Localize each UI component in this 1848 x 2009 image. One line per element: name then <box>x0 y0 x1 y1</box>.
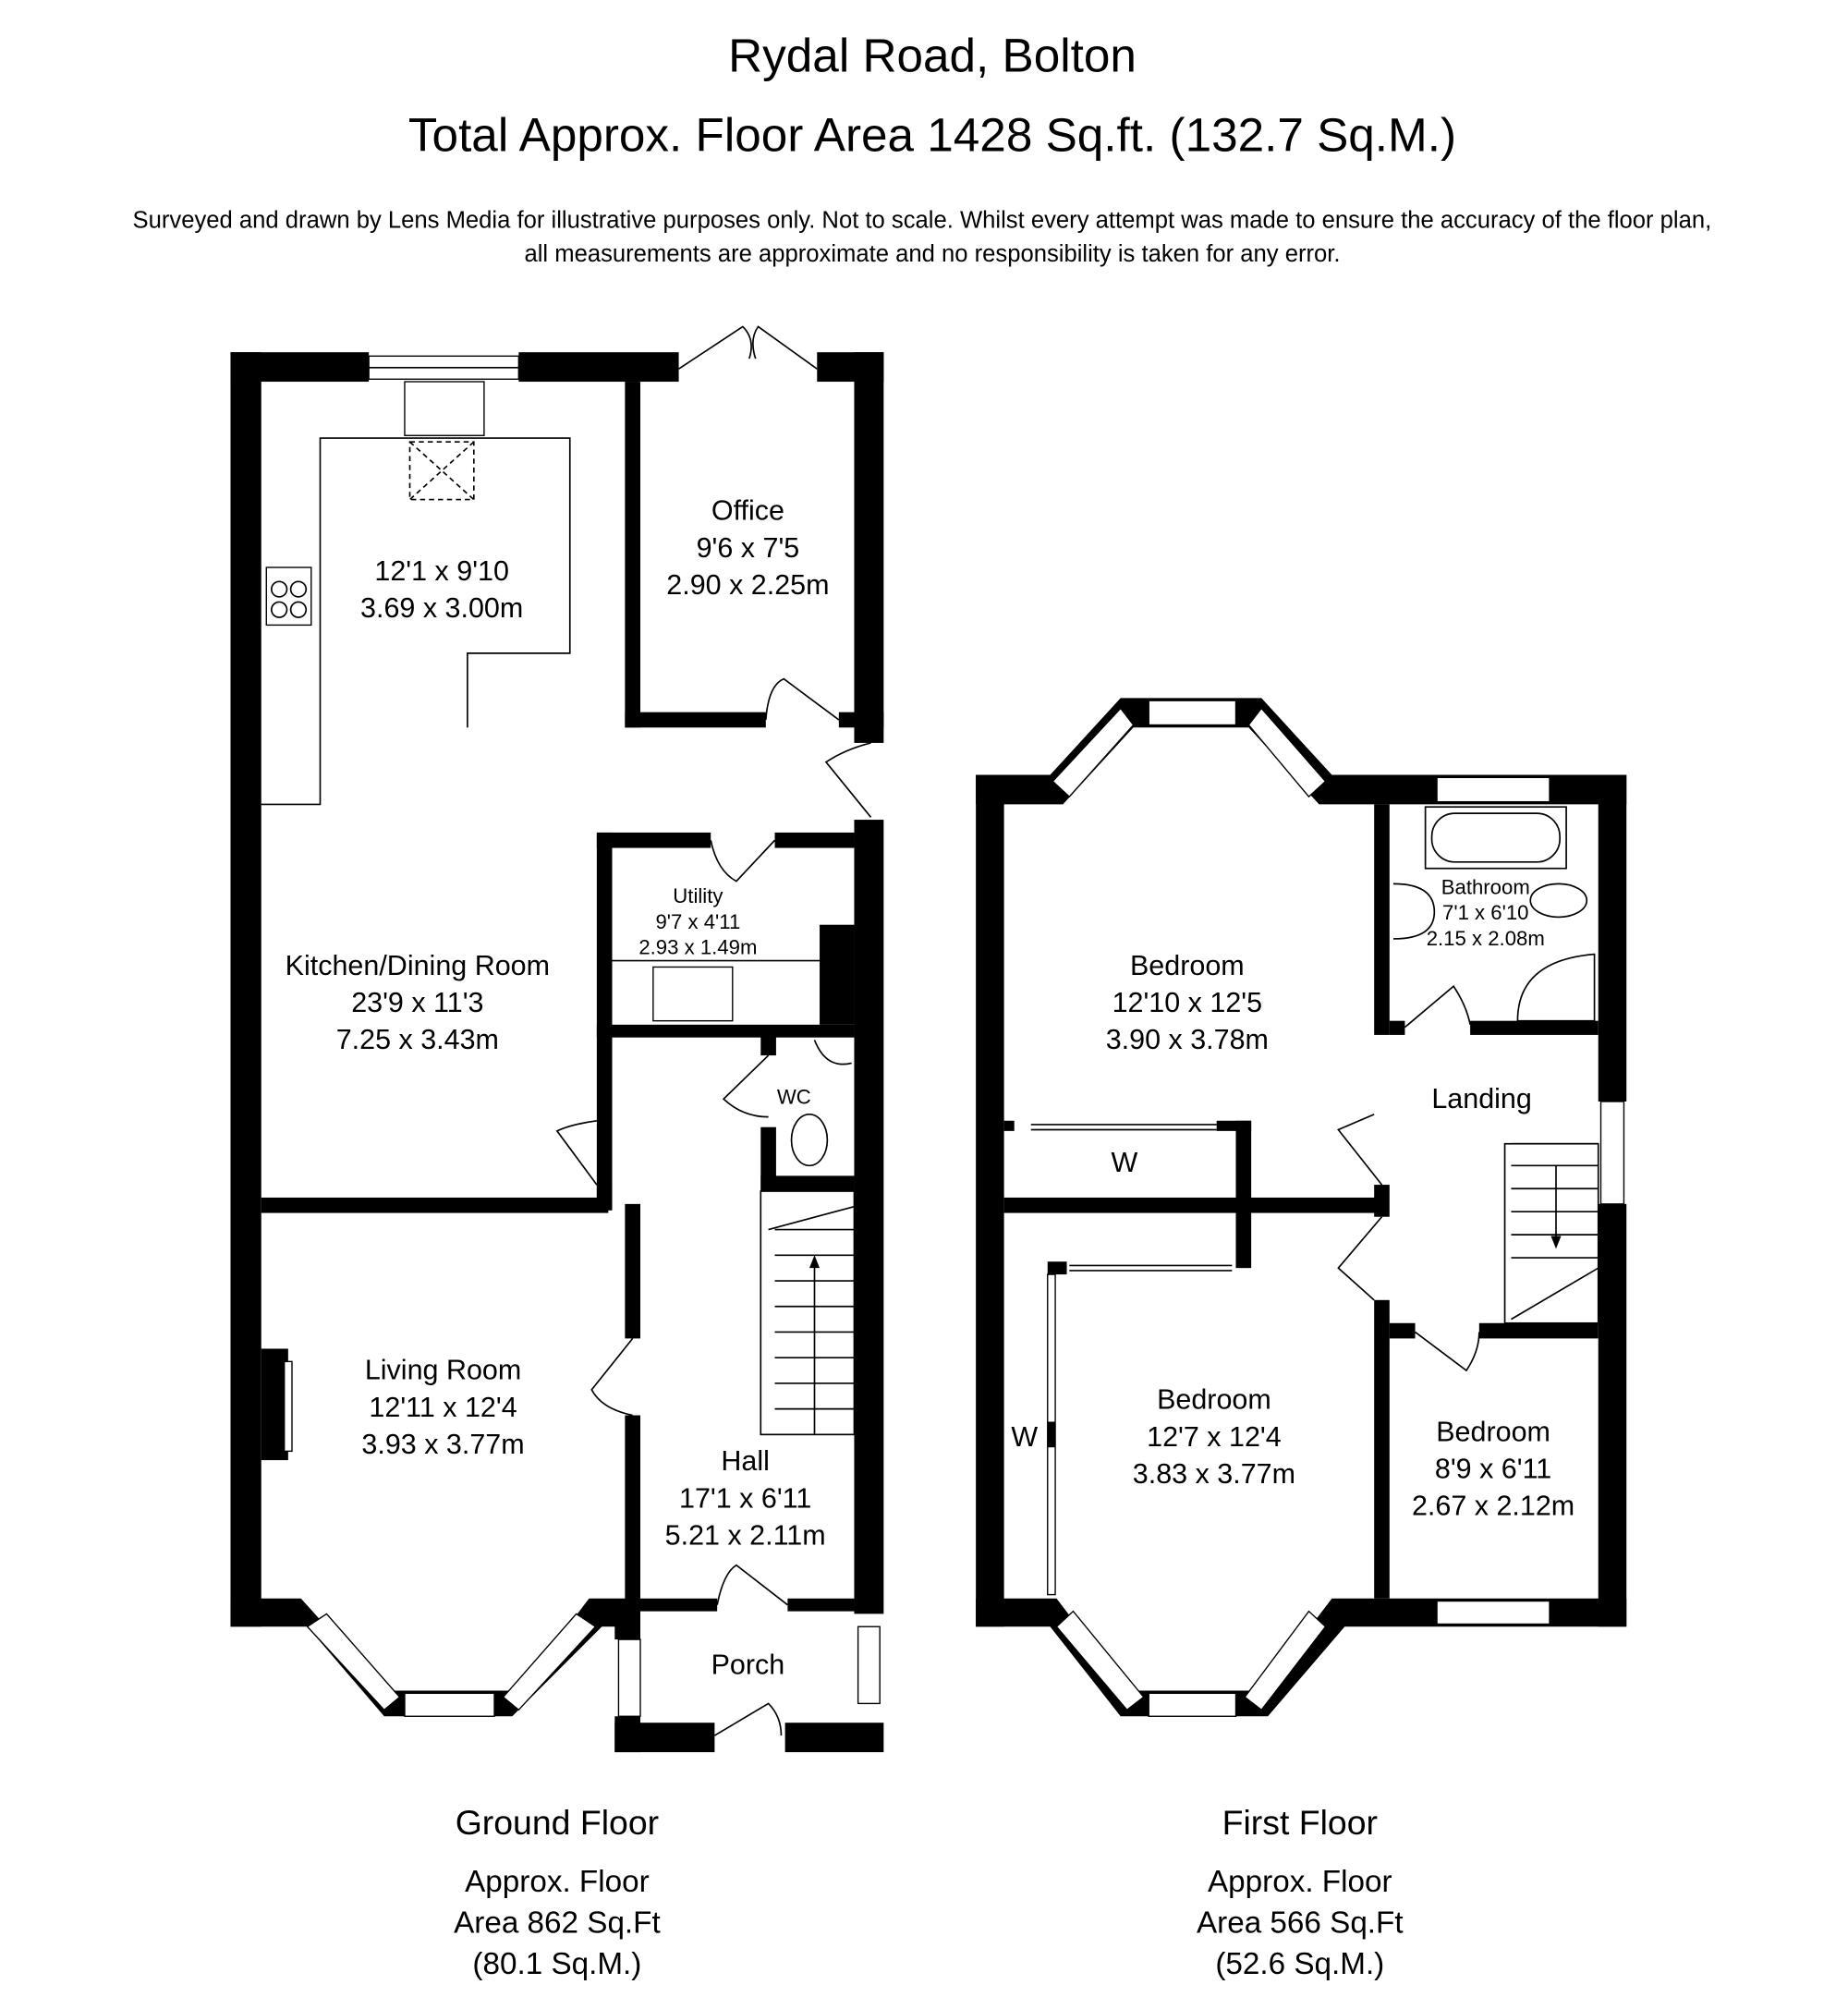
bathroom-imperial: 7'1 x 6'10 <box>1442 901 1528 924</box>
bedroom1-name: Bedroom <box>1130 950 1245 981</box>
bedroom2-name: Bedroom <box>1157 1384 1271 1416</box>
bedroom1-metric: 3.90 x 3.78m <box>1106 1024 1269 1055</box>
office-metric: 2.90 x 2.25m <box>666 569 829 601</box>
disclaimer-line-1: Surveyed and drawn by Lens Media for ill… <box>133 208 1712 234</box>
hall-metric: 5.21 x 2.11m <box>665 1520 826 1552</box>
living-metric: 3.93 x 3.77m <box>361 1429 524 1460</box>
living-name: Living Room <box>365 1355 521 1386</box>
ground-floor-plan: 12'1 x 9'10 3.69 x 3.00m Office 9'6 x 7'… <box>230 325 884 1753</box>
bedroom3-name: Bedroom <box>1436 1416 1550 1447</box>
title: Rydal Road, Bolton <box>728 30 1137 82</box>
kitchen-dining-metric: 7.25 x 3.43m <box>336 1024 499 1055</box>
kitchen-dining-imperial: 23'9 x 11'3 <box>351 987 483 1018</box>
total-area: Total Approx. Floor Area 1428 Sq.ft. (13… <box>408 109 1456 162</box>
first-floor-area-3: (52.6 Sq.M.) <box>1215 1947 1384 1981</box>
bathroom-metric: 2.15 x 2.08m <box>1427 927 1545 950</box>
utility-imperial: 9'7 x 4'11 <box>655 910 740 933</box>
bathroom-name: Bathroom <box>1441 875 1530 898</box>
office-name: Office <box>711 495 784 527</box>
bedroom3-metric: 2.67 x 2.12m <box>1412 1491 1574 1522</box>
kitchen-top-metric: 3.69 x 3.00m <box>360 592 523 624</box>
hall-name: Hall <box>721 1445 770 1477</box>
living-imperial: 12'11 x 12'4 <box>369 1392 517 1423</box>
kitchen-dining-name: Kitchen/Dining Room <box>286 950 550 981</box>
wardrobe1-label: W <box>1112 1147 1138 1178</box>
hall-imperial: 17'1 x 6'11 <box>679 1482 811 1514</box>
bedroom1-imperial: 12'10 x 12'5 <box>1112 987 1263 1018</box>
kitchen-top-imperial: 12'1 x 9'10 <box>374 555 509 587</box>
first-floor-plan: Bedroom 12'10 x 12'5 3.90 x 3.78m Bathro… <box>976 698 1627 1717</box>
disclaimer-line-2: all measurements are approximate and no … <box>524 241 1340 267</box>
wardrobe2-label: W <box>1011 1421 1038 1453</box>
ground-floor-area-3: (80.1 Sq.M.) <box>472 1947 641 1981</box>
utility-name: Utility <box>673 884 723 907</box>
first-floor-label: First Floor <box>1222 1803 1378 1842</box>
stairs-ground <box>768 1205 855 1435</box>
first-floor-area-1: Approx. Floor <box>1208 1865 1392 1899</box>
bedroom3-imperial: 8'9 x 6'11 <box>1435 1453 1551 1484</box>
landing-name: Landing <box>1431 1083 1532 1114</box>
porch-name: Porch <box>711 1650 785 1681</box>
office-imperial: 9'6 x 7'5 <box>697 532 800 564</box>
first-floor-area-2: Area 566 Sq.Ft <box>1197 1906 1404 1941</box>
ground-floor-area-1: Approx. Floor <box>465 1865 650 1899</box>
ground-floor-label: Ground Floor <box>456 1803 659 1842</box>
ground-floor-area-2: Area 862 Sq.Ft <box>454 1906 661 1941</box>
wc-name: WC <box>777 1086 811 1109</box>
bedroom2-imperial: 12'7 x 12'4 <box>1147 1421 1282 1453</box>
bedroom2-metric: 3.83 x 3.77m <box>1133 1458 1295 1490</box>
utility-metric: 2.93 x 1.49m <box>638 936 757 959</box>
stairs-first <box>1503 1142 1599 1324</box>
